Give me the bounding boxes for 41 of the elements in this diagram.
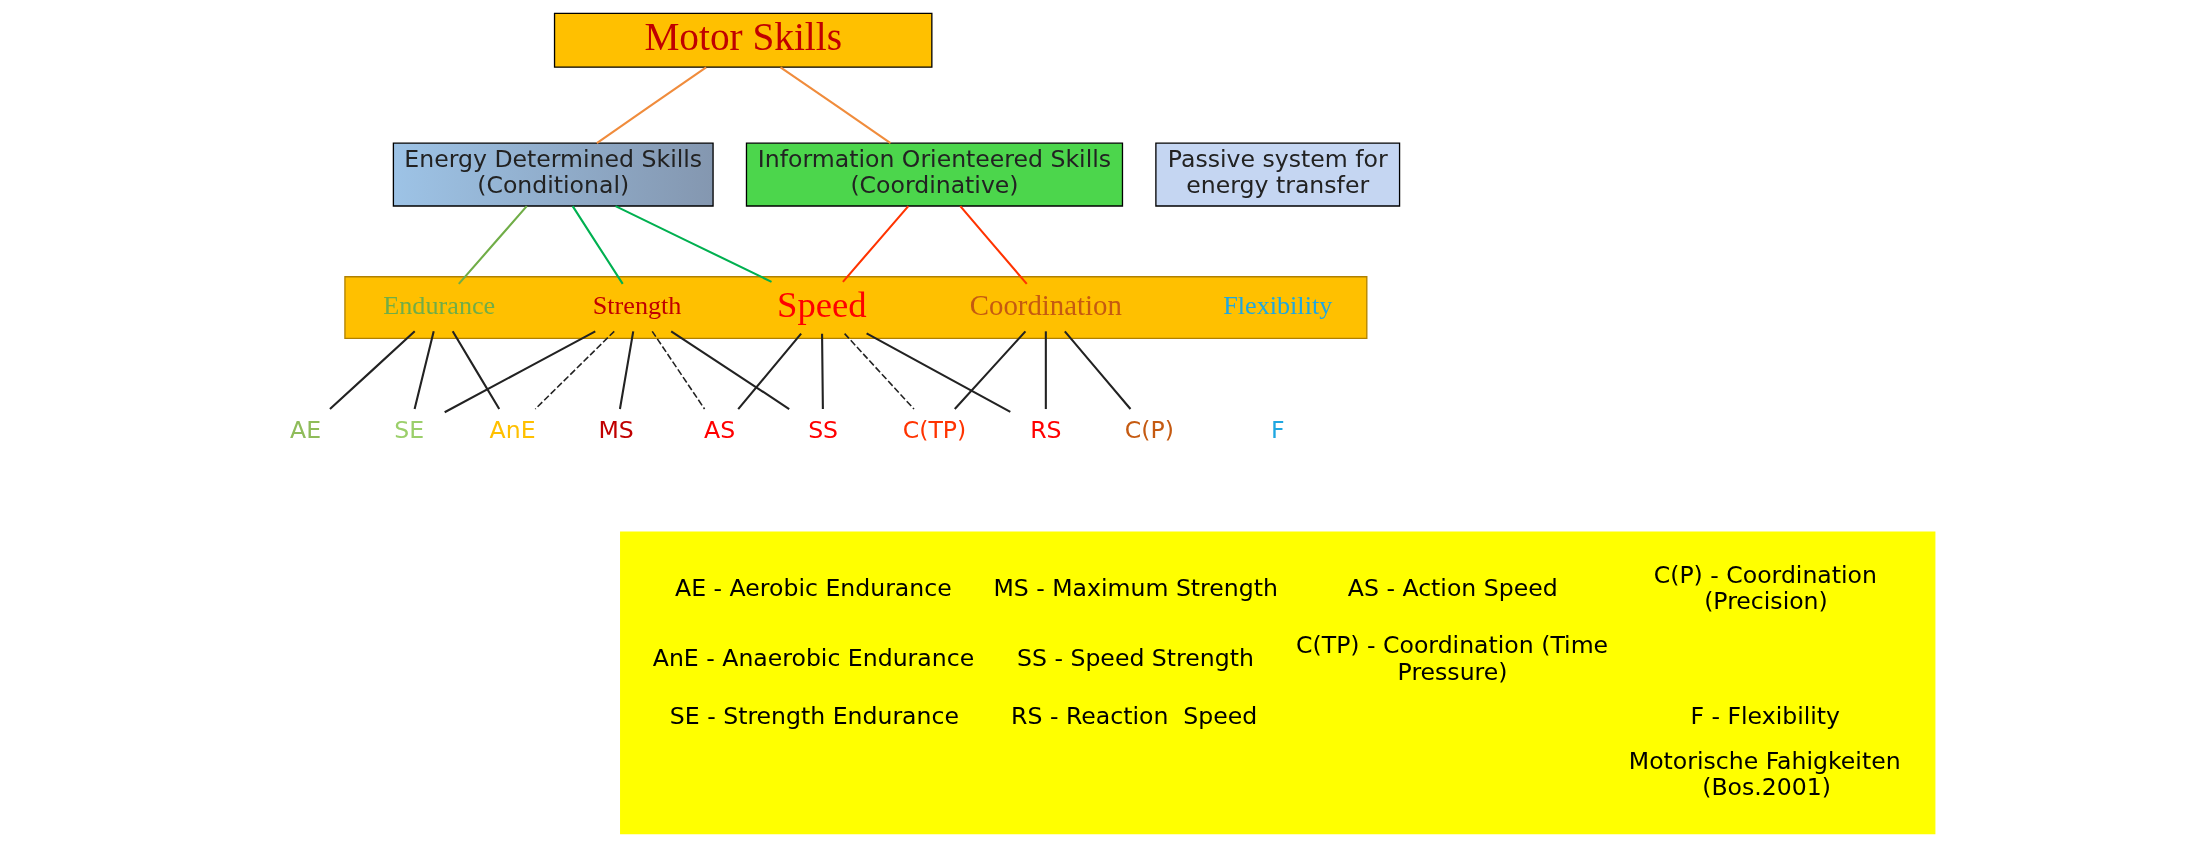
node-text: C(P) [1124, 416, 1174, 445]
node-text: Coordination [969, 288, 1122, 321]
connector [953, 330, 1026, 410]
connector [595, 66, 707, 144]
connector [1044, 331, 1047, 410]
node-box: Energy Determined Skills (Conditional) [392, 142, 714, 207]
connector [534, 330, 615, 410]
connector [451, 330, 500, 410]
node-text: MS [597, 416, 634, 445]
node-text: C(TP) [902, 416, 966, 445]
node-text: Endurance [382, 291, 495, 321]
node-text: SS [807, 416, 838, 445]
node-text: Flexibility [1222, 291, 1332, 321]
node-text: AnE [489, 416, 536, 445]
node-text: Speed [776, 283, 867, 325]
connector [413, 331, 435, 410]
connector [779, 66, 891, 144]
node-box: Passive system for energy transfer [1154, 142, 1400, 207]
node-box: Motor Skills [553, 12, 932, 68]
connector [865, 332, 1011, 413]
connector [328, 330, 415, 410]
node-text: AS [703, 416, 735, 445]
connector [457, 205, 528, 285]
connector [618, 331, 634, 410]
connector [959, 205, 1028, 285]
node-box: Information Orienteered Skills (Coordinative) [745, 142, 1123, 207]
connector [443, 330, 596, 414]
node-text: RS [1029, 416, 1062, 445]
node-text: Strength [592, 291, 681, 321]
connector [736, 332, 802, 410]
node-text: SE [393, 416, 424, 445]
cluster [343, 276, 1367, 339]
node-text: AE [289, 416, 321, 445]
connector [1063, 330, 1131, 410]
node-text: F [1270, 416, 1285, 445]
connector [571, 205, 624, 285]
connector [820, 333, 824, 410]
connector [843, 332, 915, 410]
connector [670, 330, 790, 410]
connector [650, 330, 705, 410]
node-box: AE - Aerobic Endurance MS - Maximum Strength AS - Action Speed C(P) - Coordination (Precision) AnE - Anaerobic Endurance SS - Speed Strength C(TP) - Coordination (Time Pressure) SE - Strength Endurance RS - Reaction Speed F - Flexibility Motorische Fahigkeiten (Bos.2001) [619, 531, 1935, 835]
